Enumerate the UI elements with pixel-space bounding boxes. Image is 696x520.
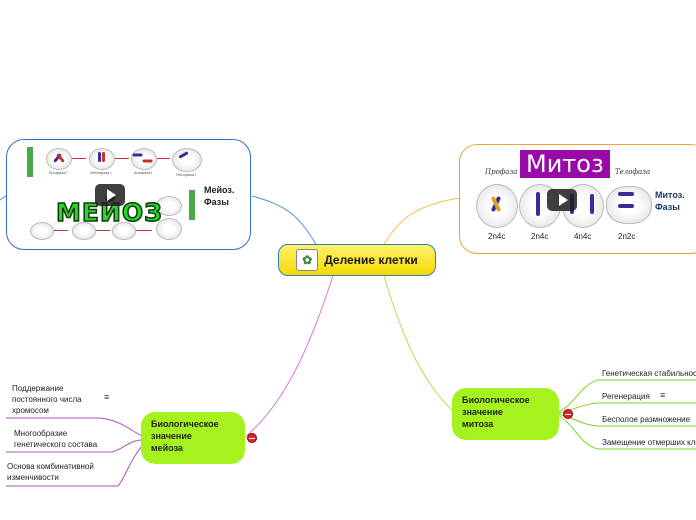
- meiosis-cell: [156, 196, 182, 216]
- collapse-meiosis-significance-icon[interactable]: [247, 433, 257, 443]
- topic-meiosis-significance[interactable]: Биологическое значение мейоза: [141, 412, 245, 464]
- mitosis-formula-2: 2n4c: [531, 232, 549, 241]
- mitosis-play-button[interactable]: [547, 189, 577, 211]
- mitosis-item-1[interactable]: Генетическая стабильность: [602, 369, 696, 378]
- meiosis-phase-label-1: Профаза I: [48, 170, 68, 175]
- meiosis-phase-label-4: Телофаза I: [175, 172, 197, 177]
- arrow: [96, 230, 110, 231]
- meiosis-cell: [156, 218, 182, 240]
- branch-mitosis-image: [381, 197, 460, 249]
- chromosome: [618, 204, 634, 208]
- arrow: [157, 158, 170, 159]
- chromosome: [142, 159, 153, 163]
- note-icon[interactable]: ≡: [104, 392, 110, 402]
- mitosis-phase-label-2: Телофаза: [615, 168, 651, 176]
- arrow: [72, 158, 86, 159]
- meiosis-item-3[interactable]: Основа комбинативной изменчивости: [7, 462, 94, 482]
- chromosome: [590, 194, 594, 214]
- mitosis-item-3[interactable]: Бесполое размножение: [602, 415, 691, 424]
- chromosome: [536, 192, 540, 216]
- branch-meiosis-image: [251, 195, 319, 249]
- mitosis-item-4[interactable]: Замещение отмерших клеток: [602, 438, 696, 447]
- chromosome: [618, 192, 634, 196]
- central-topic-label: Деление клетки: [324, 253, 418, 267]
- arrow: [136, 230, 152, 231]
- leaf-logo-icon: ✿: [296, 249, 319, 271]
- meiosis-strip-1: [27, 147, 33, 177]
- chromosome: [98, 152, 101, 162]
- meiosis-play-button[interactable]: [95, 184, 125, 206]
- meiosis-cell: [30, 222, 54, 240]
- meiosis-strip-2: [189, 190, 195, 220]
- branch-mitosis-significance: [383, 275, 453, 411]
- mitosis-item-2[interactable]: Регенерация: [602, 392, 650, 401]
- branch-meiosis-significance: [244, 275, 334, 438]
- mitosis-formula-4: 2n2c: [618, 232, 636, 241]
- chromosome: [102, 152, 105, 162]
- mitosis-phase-label-1: Профаза: [485, 168, 518, 176]
- central-topic[interactable]: ✿ Деление клетки: [278, 244, 436, 276]
- play-icon: [558, 194, 568, 206]
- mitosis-formula-3: 4n4c: [574, 232, 592, 241]
- meiosis-cell: [112, 222, 136, 240]
- play-icon: [106, 189, 116, 201]
- topic-mitosis-significance[interactable]: Биологическое значение митоза: [452, 388, 559, 440]
- arrow: [54, 230, 68, 231]
- meiosis-item-2[interactable]: Многообразие генетического состава: [14, 429, 98, 449]
- mitosis-overlay-word: Митоз: [520, 150, 610, 178]
- arrow: [115, 158, 129, 159]
- meiosis-caption: Мейоз. Фазы: [204, 185, 235, 207]
- meiosis-cell: [72, 222, 96, 240]
- meiosis-phase-label-3: Анафаза I: [133, 170, 153, 175]
- collapse-mitosis-significance-icon[interactable]: [563, 409, 573, 419]
- meiosis-phase-label-2: Метафаза I: [90, 170, 112, 175]
- meiosis-item-1[interactable]: Поддержание постоянного числа хромосом: [12, 384, 82, 415]
- chromosome: [132, 153, 143, 157]
- note-icon[interactable]: ≡: [660, 390, 666, 400]
- mitosis-formula-1: 2n4c: [488, 232, 506, 241]
- mitosis-caption: Митоз. Фазы: [655, 190, 685, 212]
